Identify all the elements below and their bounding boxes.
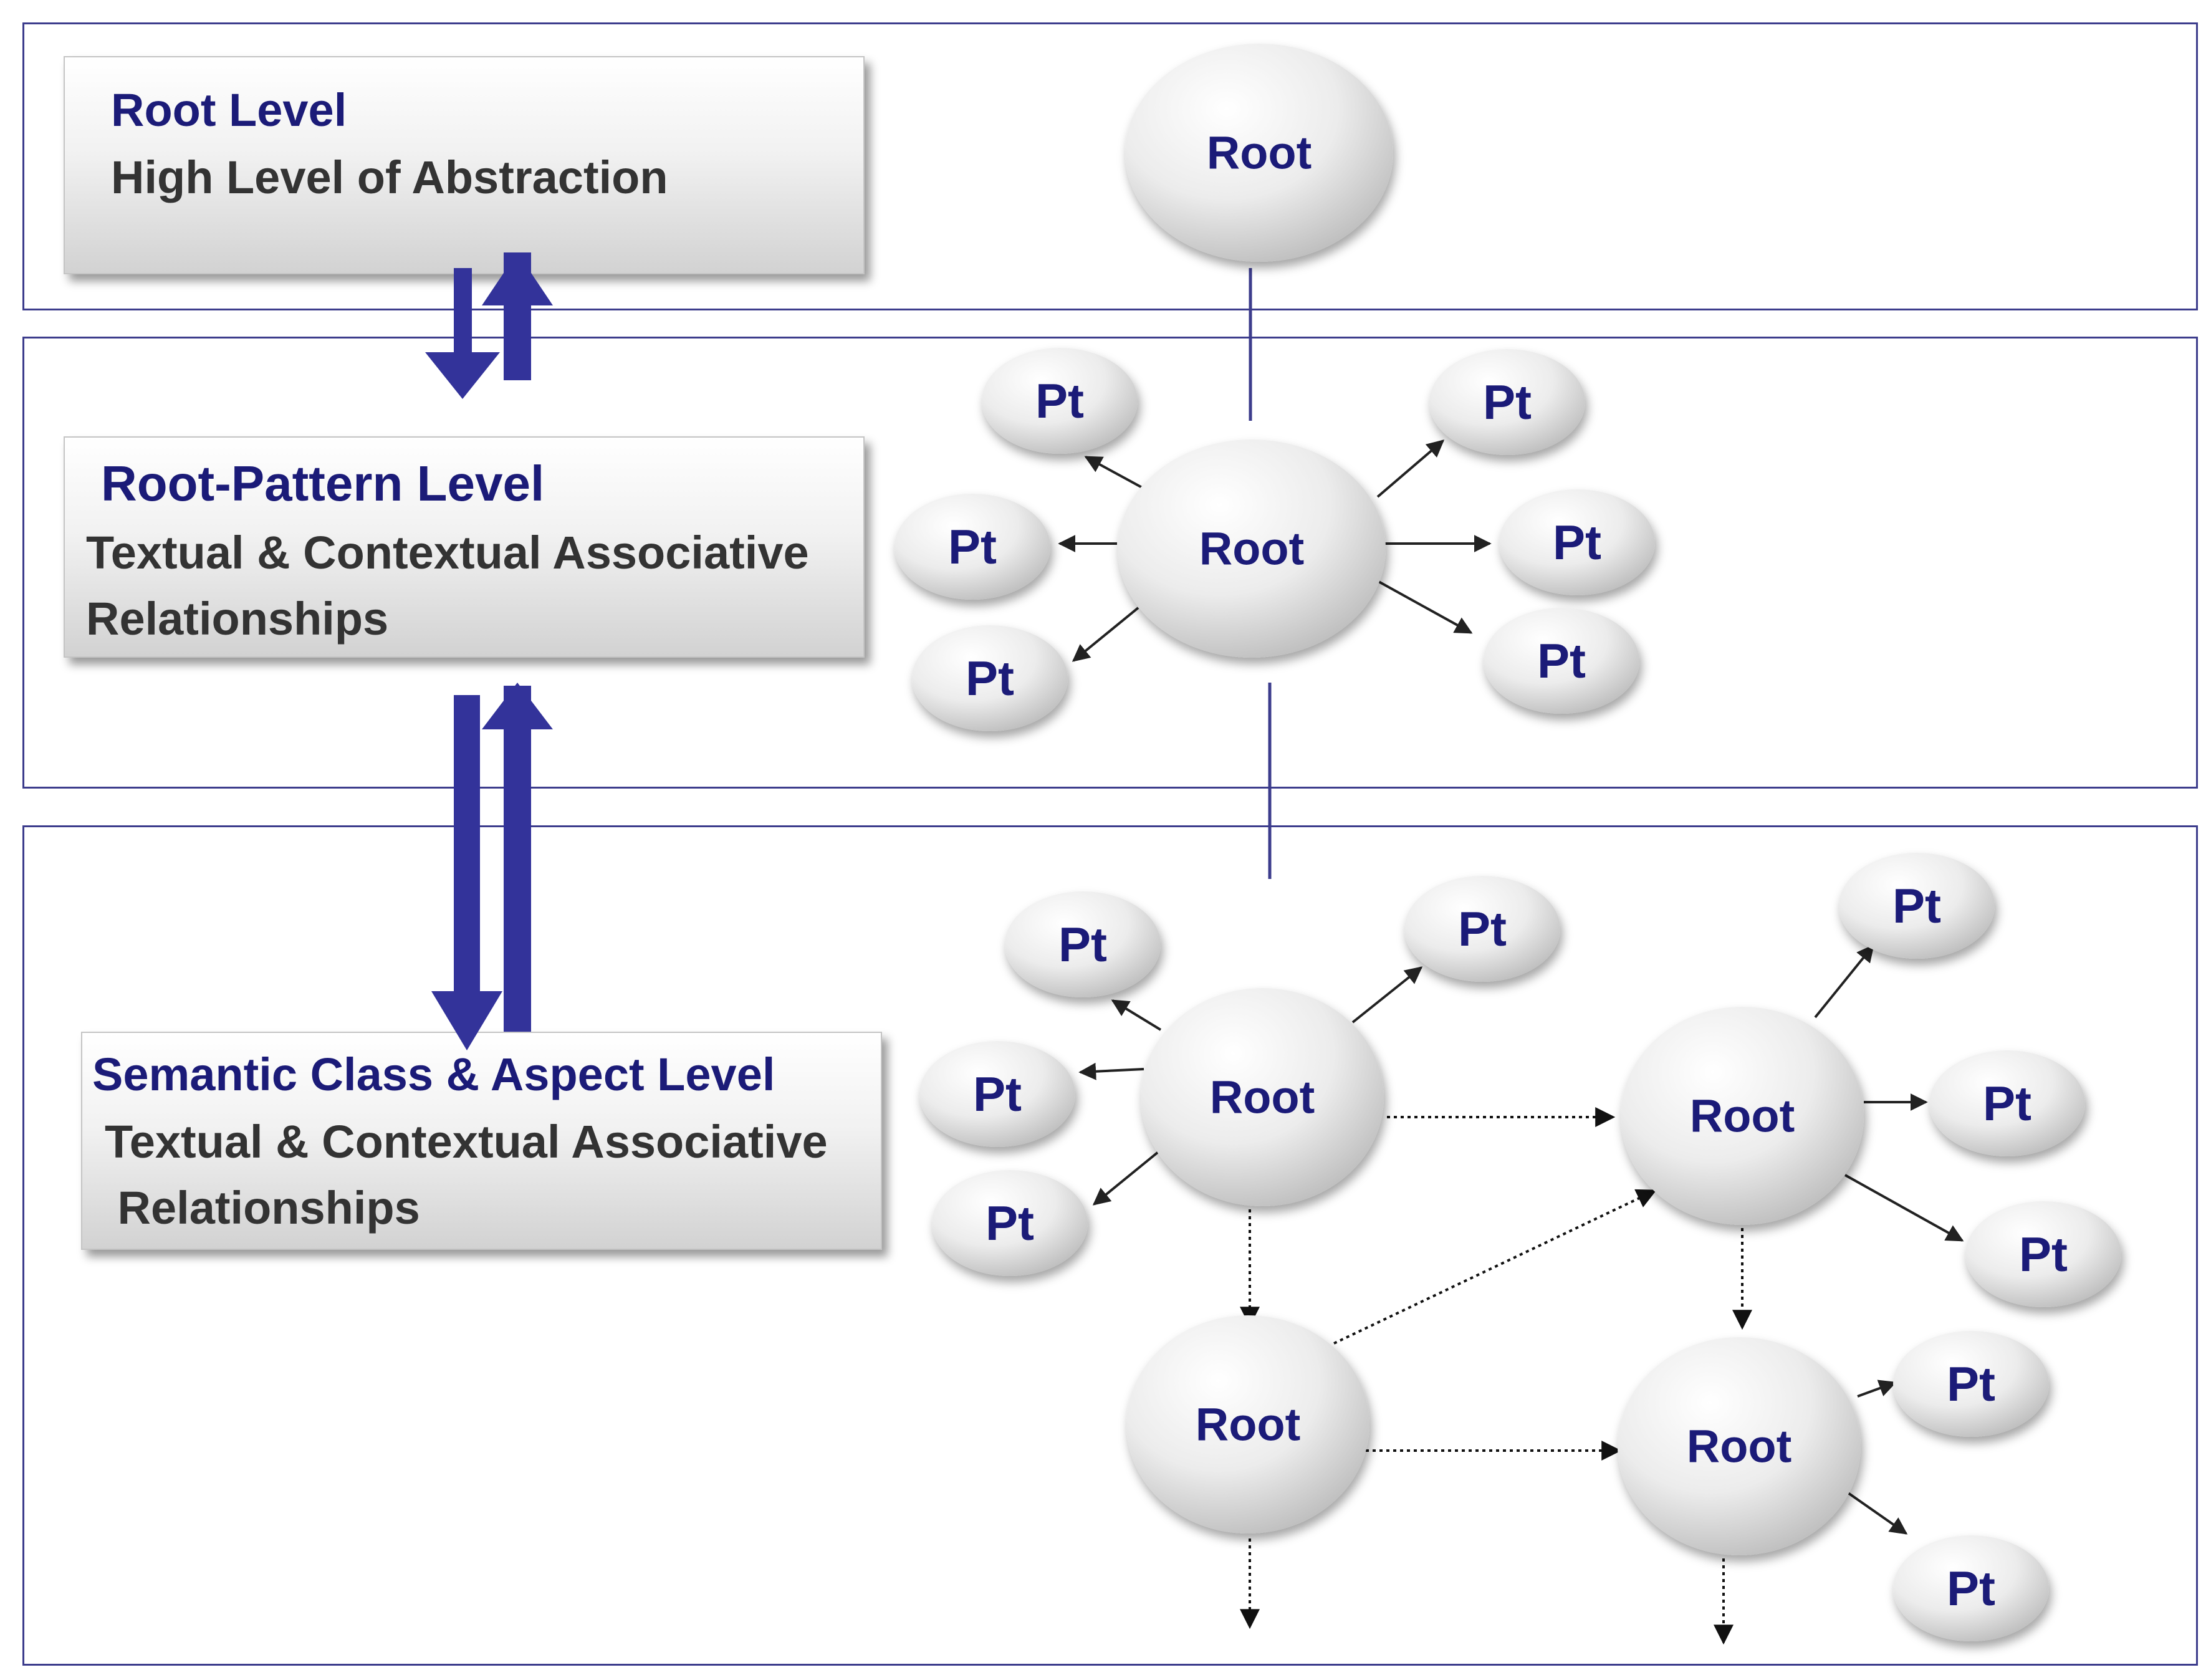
pattern-node-label: Pt [948,519,997,574]
root-pattern-level-label-box: Root-Pattern Level Textual & Contextual … [64,436,865,658]
pattern-node-shape [1929,1050,2085,1156]
pattern-node: Pt [1404,876,1560,982]
root-node-shape [1126,1315,1369,1534]
root-relation-arrow [1333,1189,1657,1345]
pattern-node-shape [1484,608,1639,714]
pattern-node-shape [1893,1331,2049,1437]
pattern-node-shape [1965,1201,2121,1307]
pattern-node: Pt [1429,349,1585,455]
root-node-shape [1618,1337,1861,1555]
pattern-node-shape [932,1170,1088,1276]
pattern-node-label: Pt [2019,1227,2068,1282]
pattern-node: Pt [1484,608,1639,714]
pattern-arrow [1844,1174,1964,1242]
semantic-class-level-label-box: Semantic Class & Aspect Level Textual & … [81,1032,882,1250]
up-arrow-icon [482,683,553,1032]
pattern-node-shape [982,348,1138,454]
root-node-shape [1125,44,1393,262]
pattern-node: Pt [1499,489,1655,595]
pattern-node-label: Pt [986,1196,1034,1250]
pattern-arrow [1092,1151,1159,1206]
pattern-node: Pt [894,494,1050,600]
pattern-node: Pt [1893,1535,2049,1641]
pattern-node: Pt [1005,891,1161,997]
pattern-node-shape [894,494,1050,600]
pattern-node-label: Pt [1553,515,1601,570]
pattern-arrow [1847,1492,1908,1535]
pattern-node-label: Pt [973,1067,1022,1121]
pattern-node-label: Pt [1537,633,1586,688]
pattern-arrow [1376,439,1445,498]
pattern-node-label: Pt [1035,373,1084,428]
root-pattern-level-title: Root-Pattern Level [101,456,545,511]
pattern-node-label: Pt [966,651,1014,706]
pattern-arrow [1072,607,1139,662]
pattern-node-shape [912,625,1068,731]
root-level-description: High Level of Abstraction [111,151,668,203]
root-node-label: Root [1196,1399,1301,1451]
down-arrow-icon [425,268,500,399]
root-level-band [22,22,2198,310]
pattern-node: Pt [1893,1331,2049,1437]
root-node: Root [1118,439,1386,658]
pattern-arrow [1377,580,1473,634]
pattern-node-shape [1429,349,1585,455]
root-node: Root [1126,1315,1369,1534]
root-node: Root [1125,44,1393,262]
root-pattern-level-description-line1: Textual & Contextual Associative [86,527,809,578]
semantic-class-level-band [22,825,2198,1666]
pattern-node-label: Pt [1058,917,1107,972]
down-arrow-icon [431,695,502,1050]
pattern-arrow [1078,1062,1144,1080]
pattern-node-shape [1893,1535,2049,1641]
root-node-shape [1141,988,1384,1206]
up-arrow-icon [482,252,553,380]
pattern-node: Pt [912,625,1068,731]
semantic-class-level-description-line2: Relationships [105,1182,420,1234]
pattern-node-shape [1499,489,1655,595]
pattern-node-label: Pt [1947,1356,1995,1411]
root-node: Root [1141,988,1384,1206]
pattern-arrow [1351,966,1423,1024]
pattern-arrow [1814,944,1874,1019]
pattern-node-shape [1005,891,1161,997]
pattern-node: Pt [1929,1050,2085,1156]
pattern-node: Pt [919,1041,1075,1147]
pattern-node-label: Pt [1947,1561,1995,1616]
root-pattern-level-description-line2: Relationships [86,593,389,645]
semantic-class-level-description-line1: Textual & Contextual Associative [105,1116,828,1168]
root-level-title: Root Level [111,84,347,136]
semantic-class-level-title: Semantic Class & Aspect Level [92,1049,775,1100]
root-level-label-box: Root Level High Level of Abstraction [64,56,865,274]
pattern-node-label: Pt [1458,901,1507,956]
pattern-node-shape [1839,853,1995,959]
pattern-node: Pt [1965,1201,2121,1307]
root-node-label: Root [1199,523,1305,575]
root-node-label: Root [1210,1072,1315,1123]
pattern-node: Pt [932,1170,1088,1276]
root-node: Root [1621,1007,1864,1225]
pattern-node-shape [1404,876,1560,982]
pattern-node-label: Pt [1892,878,1941,933]
root-node-label: Root [1690,1090,1795,1142]
pattern-node: Pt [1839,853,1995,959]
pattern-arrow [1111,999,1162,1031]
pattern-node-label: Pt [1983,1076,2031,1131]
pattern-node: Pt [982,348,1138,454]
root-node-label: Root [1207,127,1312,179]
pattern-node-label: Pt [1483,375,1532,430]
root-node: Root [1618,1337,1861,1555]
root-node-shape [1118,439,1386,658]
root-node-label: Root [1687,1421,1792,1472]
root-node-shape [1621,1007,1864,1225]
pattern-arrow [1084,456,1143,489]
pattern-node-shape [919,1041,1075,1147]
root-pattern-level-band [22,337,2198,789]
pattern-arrow [1857,1380,1897,1398]
